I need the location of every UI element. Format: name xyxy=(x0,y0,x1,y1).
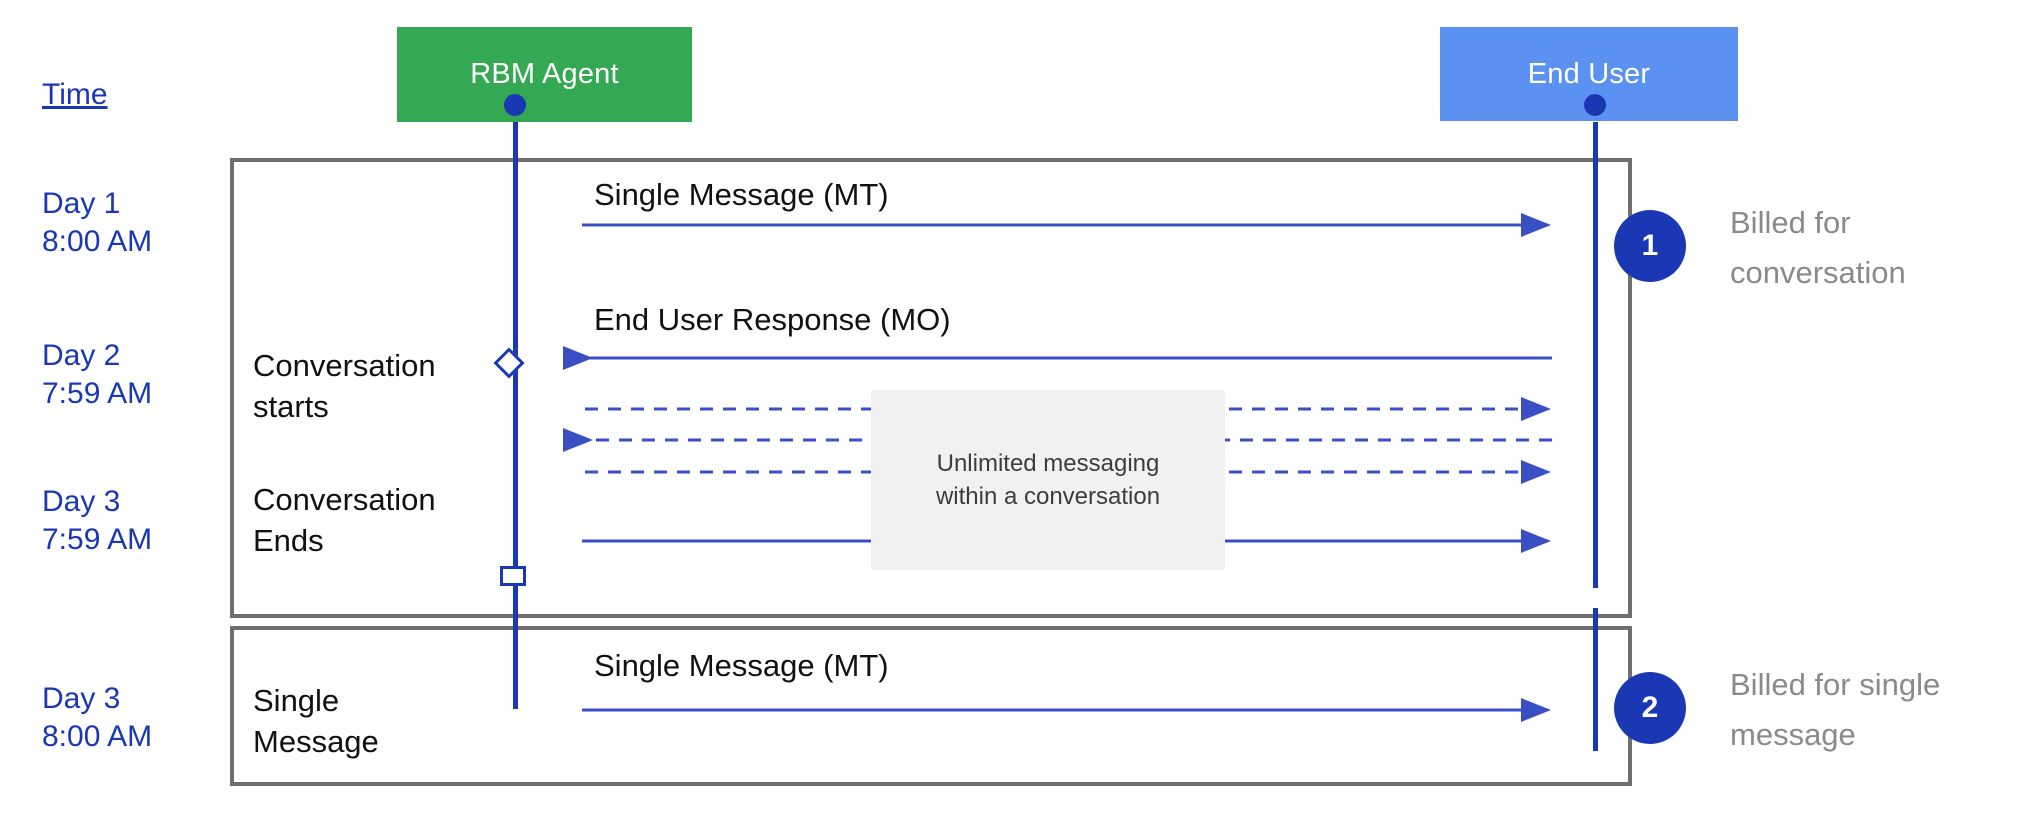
conversation-group-box xyxy=(230,158,1632,618)
time-label-day3-759am: Day 3 7:59 AM xyxy=(42,485,153,556)
billing-caption-conversation: Billed for conversation xyxy=(1730,205,1906,290)
actor-label-rbm-agent: RBM Agent xyxy=(470,58,619,90)
lifeline-head-dot-end-user xyxy=(1584,94,1606,116)
single-message-group-box xyxy=(230,626,1632,786)
time-label-day1-800am: Day 1 8:00 AM xyxy=(42,187,153,258)
stage-label-conversation-ends: Conversation Ends xyxy=(253,482,436,558)
time-label-day2-759am: Day 2 7:59 AM xyxy=(42,339,153,410)
billing-badge-1-number: 1 xyxy=(1641,229,1659,262)
lifeline-rbm-agent xyxy=(513,122,518,574)
billing-badge-2: 2 xyxy=(1614,672,1686,744)
actor-label-end-user: End User xyxy=(1527,57,1651,90)
square-marker-conversation-end xyxy=(500,566,526,586)
billing-badge-1: 1 xyxy=(1614,210,1686,282)
lifeline-end-user-lower xyxy=(1593,608,1598,751)
time-label-day3-800am: Day 3 8:00 AM xyxy=(42,682,153,753)
message-label-single-message-mt-1: Single Message (MT) xyxy=(594,177,889,212)
message-label-end-user-response-mo: End User Response (MO) xyxy=(594,302,951,337)
note-box-unlimited-messaging: Unlimited messaging within a conversatio… xyxy=(871,390,1225,570)
stage-label-conversation-starts: Conversation starts xyxy=(253,348,436,424)
lifeline-rbm-agent-lower xyxy=(513,574,518,709)
time-column-heading: Time xyxy=(42,78,108,111)
note-text: Unlimited messaging within a conversatio… xyxy=(935,450,1161,510)
message-label-single-message-mt-2: Single Message (MT) xyxy=(594,648,889,683)
lifeline-end-user xyxy=(1593,122,1598,588)
stage-label-single-message: Single Message xyxy=(253,683,379,759)
billing-badge-2-number: 2 xyxy=(1641,691,1659,724)
lifeline-head-dot-rbm-agent xyxy=(504,94,526,116)
actor-box-rbm-agent: RBM Agent xyxy=(397,27,692,122)
billing-caption-single-message: Billed for single message xyxy=(1730,667,1941,752)
